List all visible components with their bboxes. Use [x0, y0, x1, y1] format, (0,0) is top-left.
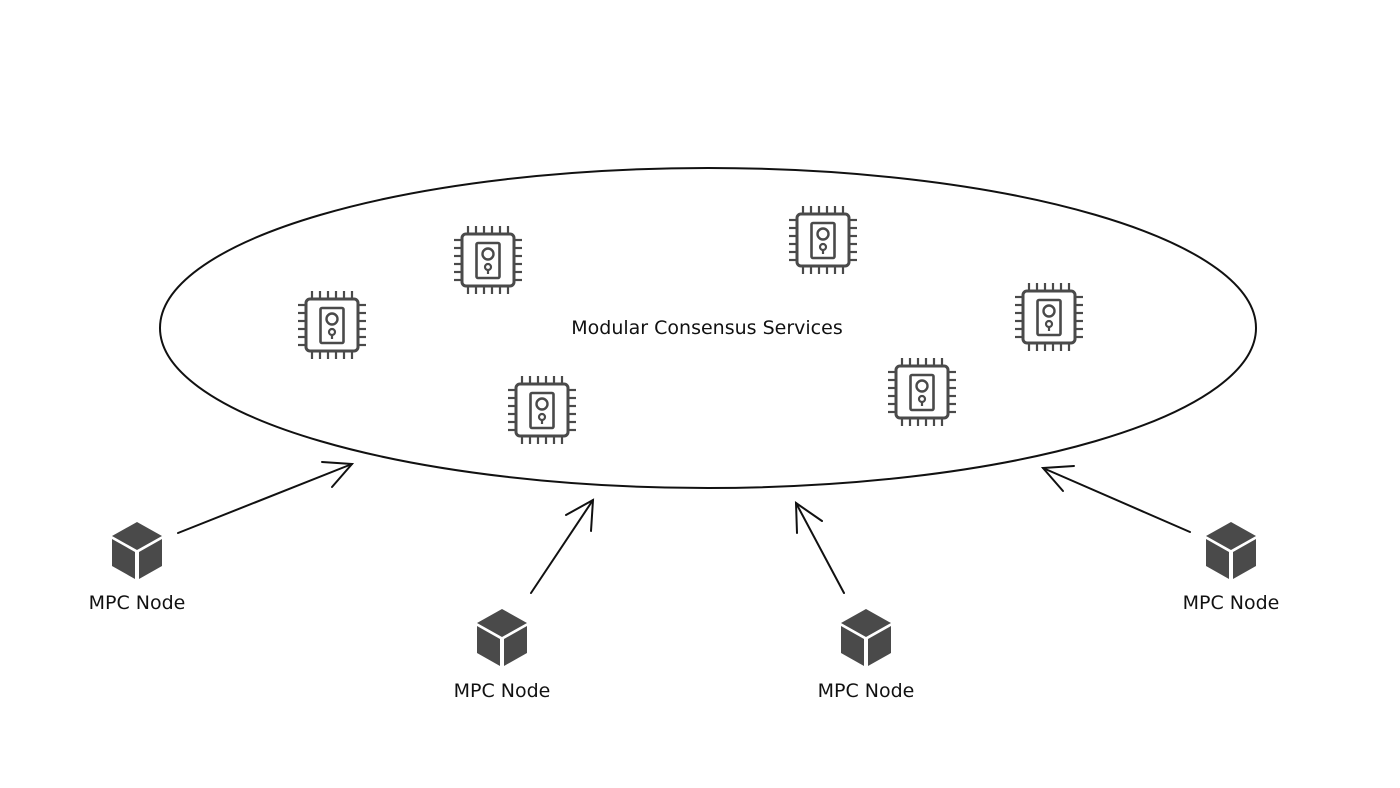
mpc-node: MPC Node — [89, 522, 186, 614]
cluster-label: Modular Consensus Services — [571, 317, 842, 339]
tee-chip-icon — [506, 374, 578, 446]
cube-icon — [841, 609, 891, 666]
node-label: MPC Node — [818, 680, 915, 702]
tee-chip-icon — [787, 204, 859, 276]
cube-icon — [112, 522, 162, 579]
consensus-cluster-ellipse — [159, 167, 1257, 489]
cube-icon — [477, 609, 527, 666]
arrow-node-1 — [177, 461, 355, 534]
node-label: MPC Node — [89, 592, 186, 614]
mpc-node: MPC Node — [818, 609, 915, 702]
arrow-node-3 — [794, 501, 845, 594]
tee-chip-icon — [452, 224, 524, 296]
tee-chip-icon — [296, 289, 368, 361]
arrow-node-2 — [530, 498, 595, 594]
tee-chip-icon — [1013, 281, 1085, 353]
arrow-node-4 — [1040, 465, 1191, 533]
mpc-node: MPC Node — [1183, 522, 1280, 614]
tee-chip-icon — [886, 356, 958, 428]
cube-icon — [1206, 522, 1256, 579]
node-label: MPC Node — [454, 680, 551, 702]
mpc-node: MPC Node — [454, 609, 551, 702]
node-label: MPC Node — [1183, 592, 1280, 614]
